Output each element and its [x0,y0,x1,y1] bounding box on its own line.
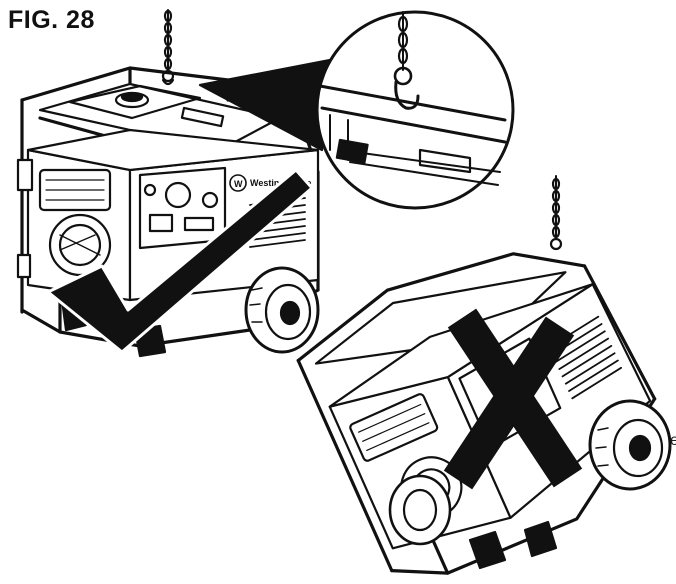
figure-title: FIG. 28 [8,6,95,34]
lifting-chain-right [549,175,563,251]
wheel-right [588,399,672,491]
svg-text:W: W [234,179,243,189]
cropped-text-fragment: e [670,432,676,449]
zoom-callout [198,10,515,210]
checkmark-icon [46,168,314,354]
x-mark-icon [443,308,583,490]
wheel-left [244,266,320,354]
generator-incorrect-lift [296,175,672,575]
lifting-chain-left [161,9,175,86]
